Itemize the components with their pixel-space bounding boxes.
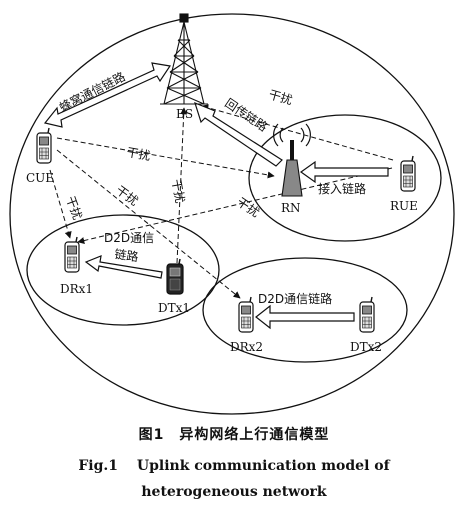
- interference-label: 干扰: [267, 87, 294, 107]
- interference-line: [201, 104, 394, 161]
- interference-label: 干扰: [125, 145, 151, 163]
- rn-label: RN: [281, 201, 301, 215]
- bs-label: BS: [176, 107, 193, 121]
- access-link-label: 接入链路: [318, 181, 366, 196]
- interference-label: 干扰: [169, 178, 187, 204]
- drx2-phone-icon: [238, 296, 254, 333]
- macro-cell-boundary: [9, 13, 455, 415]
- access-link-arrow: [299, 160, 389, 184]
- dtx1-phone-icon: [166, 258, 184, 295]
- figure-caption-cn: 图1 异构网络上行通信模型: [138, 427, 330, 443]
- figure-caption-en-line2: heterogeneous network: [141, 484, 327, 500]
- interference-label: 干扰: [63, 194, 84, 221]
- rue-label: RUE: [390, 199, 418, 213]
- d2d-link-1-arrow: [84, 255, 163, 279]
- interference-line: [176, 107, 188, 264]
- d2d-link-2-arrow: [255, 304, 355, 330]
- d2d-link-1-label-line1: D2D通信: [104, 231, 154, 245]
- rue-phone-icon: [400, 155, 416, 192]
- drx1-phone-icon: [64, 236, 80, 273]
- backhaul-link-arrow: [194, 101, 283, 167]
- dtx1-label: DTx1: [158, 301, 190, 315]
- drx1-label: DRx1: [60, 282, 93, 296]
- interference-line: [77, 167, 393, 244]
- interference-line: [56, 149, 241, 299]
- cue-phone-icon: [36, 127, 52, 164]
- d2d-cluster-1-boundary: [26, 214, 220, 326]
- interference-label: 干扰: [234, 195, 262, 220]
- d2d-link-2-label: D2D通信链路: [258, 291, 332, 306]
- figure-caption-en-line1: Fig.1 Uplink communication model of: [78, 458, 390, 474]
- interference-line: [49, 169, 72, 239]
- cue-label: CUE: [26, 171, 54, 185]
- network-diagram: BS CUE RN RUE DRx1 DTx1 DRx2 DTx2 蜂窝通信链路…: [9, 13, 455, 415]
- relay-node-icon: [273, 123, 311, 197]
- drx2-label: DRx2: [230, 340, 263, 354]
- dtx2-label: DTx2: [350, 340, 382, 354]
- dtx2-phone-icon: [359, 296, 375, 333]
- relay-cell-boundary: [248, 114, 442, 242]
- d2d-link-1-label-line2: 链路: [114, 246, 140, 264]
- cellular-link-arrow: [43, 62, 172, 128]
- d2d-cluster-2-boundary: [202, 257, 408, 363]
- interference-label: 干扰: [113, 183, 141, 208]
- interference-line: [56, 137, 275, 179]
- base-station-tower-icon: [160, 13, 208, 105]
